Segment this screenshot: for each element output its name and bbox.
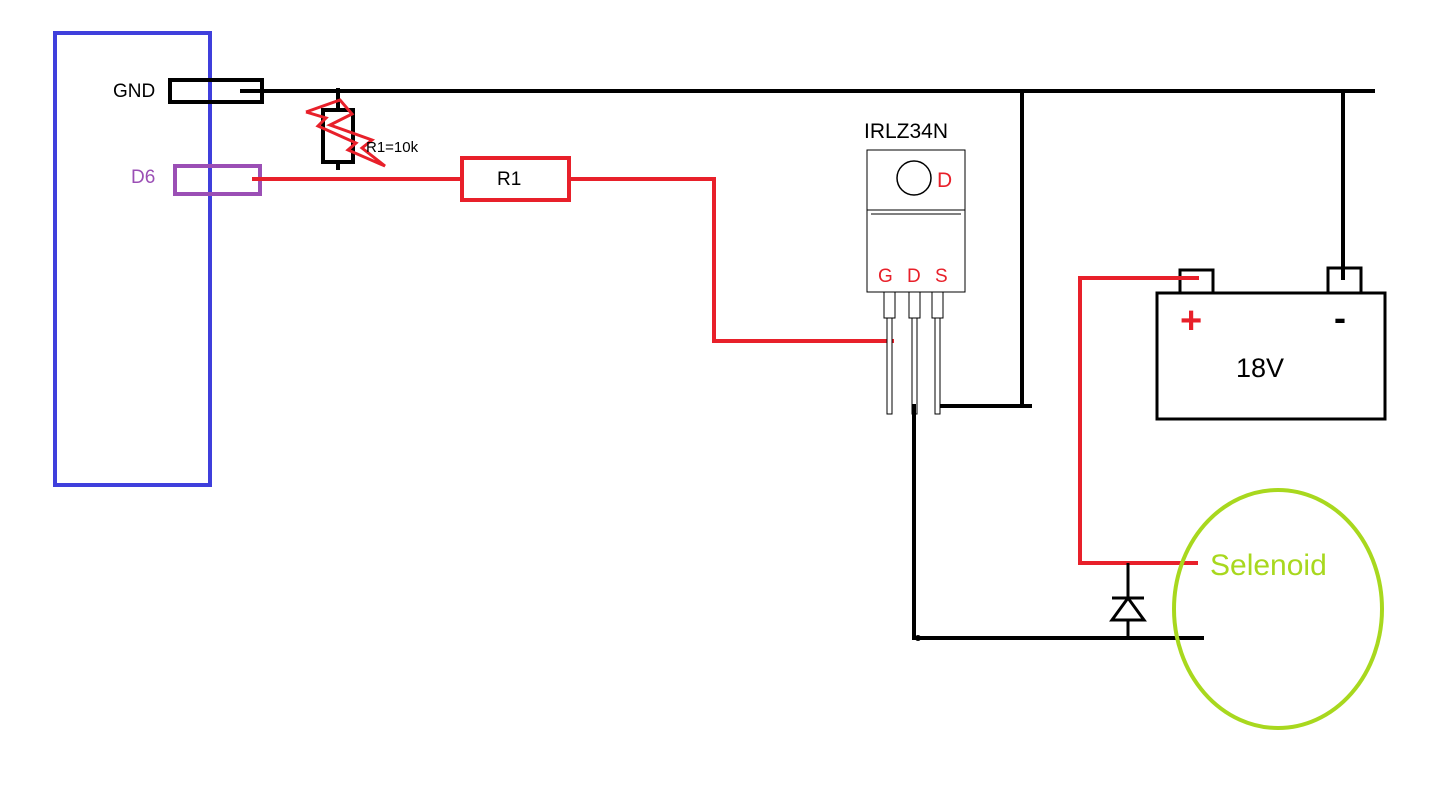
solenoid-coil [1172,488,1384,730]
flyback-diode [1109,595,1147,622]
pin-drain-label: D [907,266,921,287]
r1-label: R1 [497,169,521,190]
drain-wire [912,404,1204,640]
mosfet-body [866,209,966,293]
tab-drain-label: D [937,169,952,192]
pin-source-label: S [935,266,948,287]
d6-label: D6 [131,167,155,188]
microcontroller-board [53,31,212,487]
battery-negative-terminal [1326,266,1363,295]
mosfet-leg-drain [908,291,921,415]
battery-body [1155,291,1387,421]
mosfet-leg-gate [883,291,896,415]
mosfet-leg-source [931,291,944,415]
battery-voltage-label: 18V [1236,353,1284,383]
gate-wire [569,177,894,343]
battery-minus-label: - [1334,297,1346,338]
solenoid-label: Selenoid [1210,549,1327,582]
battery-plus-label: + [1180,300,1202,342]
mosfet-tab-hole [896,160,932,196]
gnd-label: GND [113,81,155,102]
d6-pin [173,164,262,196]
pulldown-value-label: R1=10k [366,139,419,156]
broken-connection-icon [305,98,386,168]
battery-positive-terminal [1178,268,1215,295]
drain-junction [915,635,921,641]
pin-gate-label: G [878,266,893,287]
positive-supply-wire [1078,276,1199,565]
mosfet-label: IRLZ34N [864,120,948,143]
